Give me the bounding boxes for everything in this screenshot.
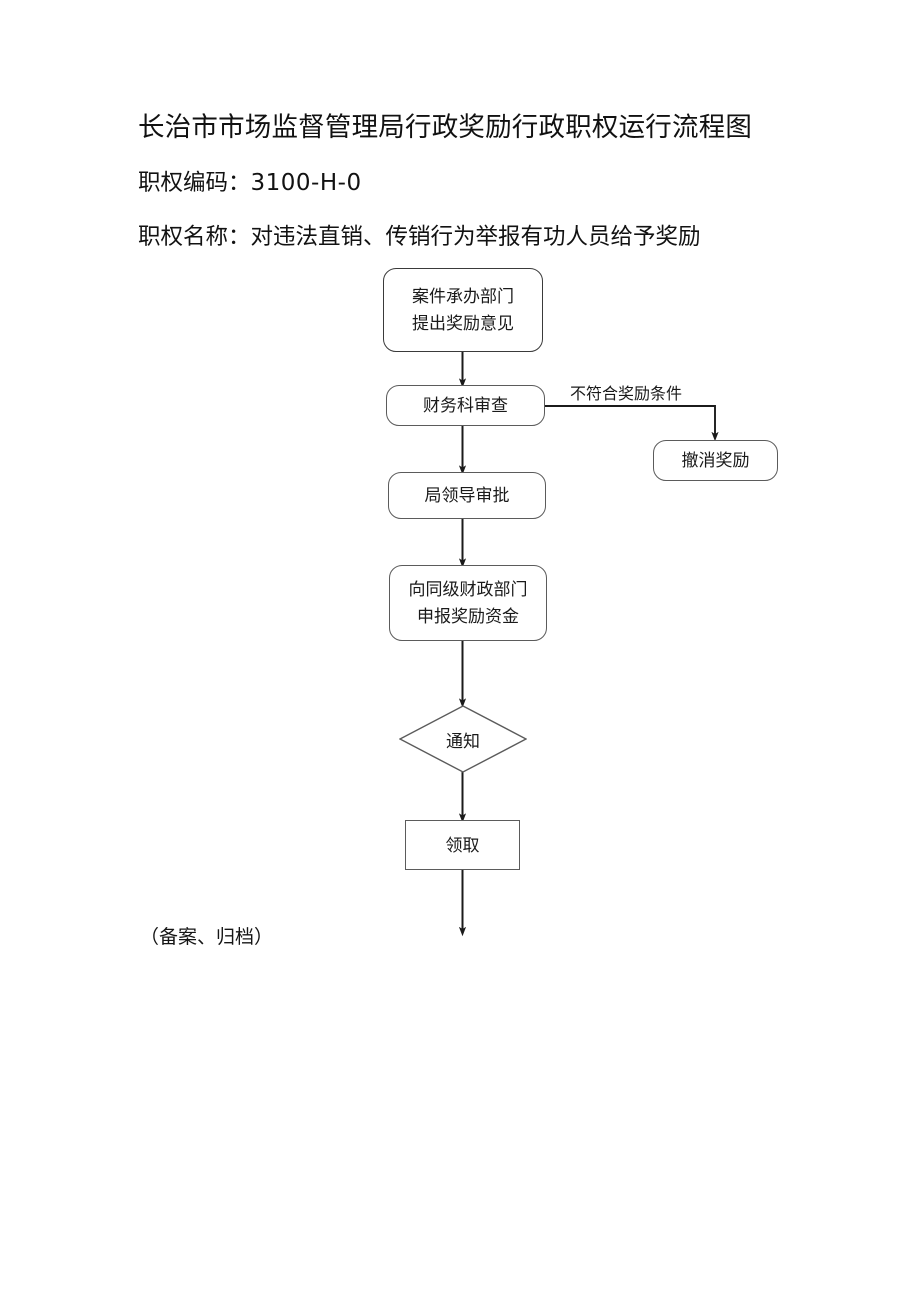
- node-leader-approval[interactable]: 局领导审批: [388, 472, 546, 519]
- node-receive-line-1: 领取: [445, 835, 480, 855]
- node-apply-funds[interactable]: 向同级财政部门 申报奖励资金: [389, 565, 547, 641]
- node-notify-label: 通知: [446, 731, 480, 751]
- authority-code-line: 职权编码：3100-H-0: [138, 168, 362, 198]
- authority-code-value: 3100-H-0: [250, 170, 362, 196]
- authority-code-label: 职权编码：: [138, 170, 251, 195]
- diamond-shape: [399, 705, 527, 773]
- node-receive[interactable]: 领取: [405, 820, 520, 870]
- node-apply-funds-line-1: 向同级财政部门: [408, 580, 528, 599]
- node-finance-review-line-1: 财务科审查: [423, 396, 508, 415]
- page-title: 长治市市场监督管理局行政奖励行政职权运行流程图: [138, 112, 753, 142]
- edge-finance-to-cancel: [545, 405, 719, 442]
- footer-note: （备案、归档）: [140, 927, 274, 948]
- node-case-department-line-1: 案件承办部门: [412, 287, 514, 306]
- edge-label-not-qualified: 不符合奖励条件: [570, 386, 683, 403]
- node-case-department[interactable]: 案件承办部门 提出奖励意见: [383, 268, 543, 352]
- node-case-department-line-2: 提出奖励意见: [412, 314, 514, 333]
- node-leader-approval-line-1: 局领导审批: [424, 486, 510, 505]
- node-cancel-award-line-1: 撤消奖励: [681, 451, 750, 470]
- authority-name-value: 对违法直销、传销行为举报有功人员给予奖励: [250, 224, 701, 249]
- authority-name-line: 职权名称：对违法直销、传销行为举报有功人员给予奖励: [138, 222, 701, 252]
- node-notify[interactable]: 通知: [399, 705, 527, 773]
- node-cancel-award[interactable]: 撤消奖励: [653, 440, 778, 481]
- node-finance-review[interactable]: 财务科审查: [386, 385, 545, 426]
- authority-name-label: 职权名称：: [138, 224, 251, 249]
- node-apply-funds-line-2: 申报奖励资金: [417, 607, 519, 626]
